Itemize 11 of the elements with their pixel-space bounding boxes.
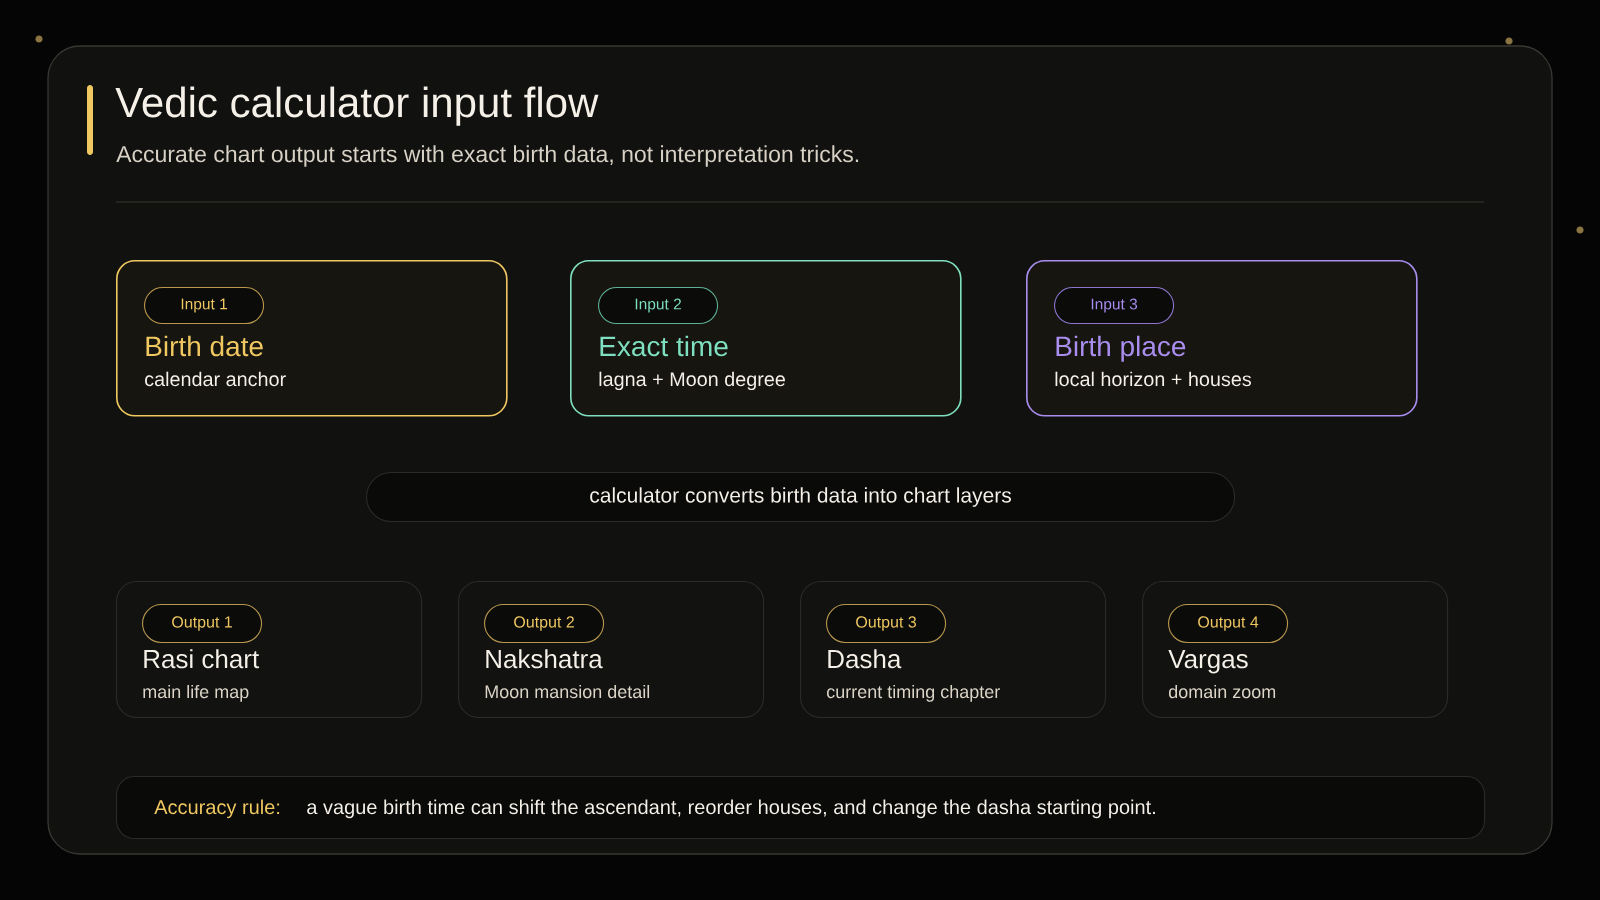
step-tag: Input 3 [1054,287,1175,325]
step-tag: Input 2 [598,287,719,325]
step-tag: Output 4 [1168,604,1289,644]
subtitle: Accurate chart output starts with exact birth data, not interpretation tricks. [116,145,859,167]
process-band: calculator converts birth data into chart layers [366,472,1236,523]
step-tag: Output 1 [142,604,263,644]
step-tag: Output 3 [826,604,947,644]
step-tag: Output 2 [484,604,605,644]
step-tag: Input 1 [144,287,265,325]
title: Vedic calculator input flow [115,86,599,126]
note-bar: Accuracy rule: a vague birth time can shift the ascendant, reorder houses, and change the dasha starting point. [116,776,1486,840]
